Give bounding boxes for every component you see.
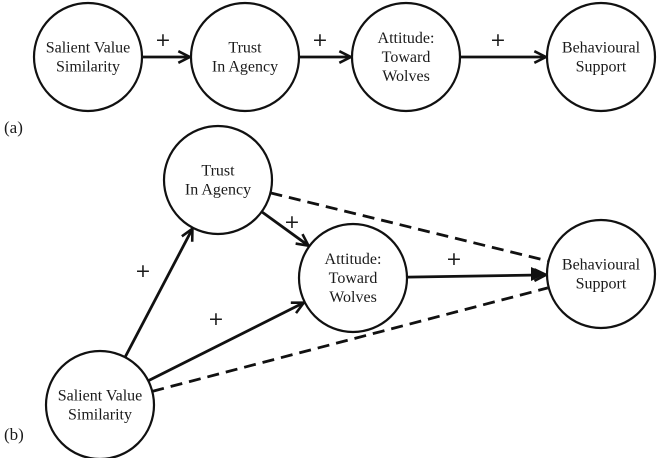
node-label-line: Trust <box>228 40 262 57</box>
node-label-line: Behavioural <box>562 257 641 274</box>
node-label-line: Support <box>576 59 627 76</box>
sign-b-svs-to-att: + <box>208 308 224 330</box>
edge-b-trust-to-beh <box>270 191 548 263</box>
edge-b-svs-to-beh <box>151 286 549 393</box>
node-label-line: Toward <box>329 270 378 287</box>
node-label-line: In Agency <box>185 182 251 199</box>
node-circle <box>32 1 144 113</box>
node-circle <box>162 124 274 236</box>
node-label-line: Attitude: <box>378 30 435 47</box>
node-circle <box>545 1 657 113</box>
node-label-line: In Agency <box>212 59 278 76</box>
node-label-line: Wolves <box>382 68 430 85</box>
node-label-line: Trust <box>201 163 235 180</box>
sign-a-trust-to-att: + <box>312 29 328 51</box>
node-label-line: Salient Value <box>46 40 131 57</box>
node-b-trust: Trust In Agency <box>162 124 274 236</box>
node-circle <box>350 1 462 113</box>
node-circle <box>189 1 301 113</box>
node-label-line: Attitude: <box>325 251 382 268</box>
node-label-line: Salient Value <box>58 388 143 405</box>
sign-b-trust-to-att: + <box>284 211 300 233</box>
sign-a-svs-to-trust: + <box>155 29 171 51</box>
node-label-line: Toward <box>382 49 431 66</box>
edge-b-trust-to-att <box>260 210 309 246</box>
sign-b-att-to-beh: + <box>446 248 462 270</box>
node-circle <box>44 349 156 458</box>
panel-label-a: (a) <box>4 118 23 137</box>
arrowhead-b-behavioural <box>531 267 546 281</box>
node-circle <box>297 222 409 334</box>
node-label-line: Similarity <box>68 407 132 424</box>
node-label-line: Support <box>576 276 627 293</box>
node-a-trust: Trust In Agency <box>189 1 301 113</box>
node-label-line: Similarity <box>56 59 120 76</box>
sign-b-svs-to-trust: + <box>135 260 151 282</box>
sign-a-att-to-beh: + <box>490 29 506 51</box>
panel-label-b: (b) <box>4 425 24 444</box>
edge-b-svs-to-att <box>147 303 304 383</box>
edge-b-att-to-beh <box>406 275 546 277</box>
node-label-line: Wolves <box>329 289 377 306</box>
node-circle <box>545 218 657 330</box>
edge-b-svs-to-trust <box>123 229 192 358</box>
node-label-line: Behavioural <box>562 40 641 57</box>
